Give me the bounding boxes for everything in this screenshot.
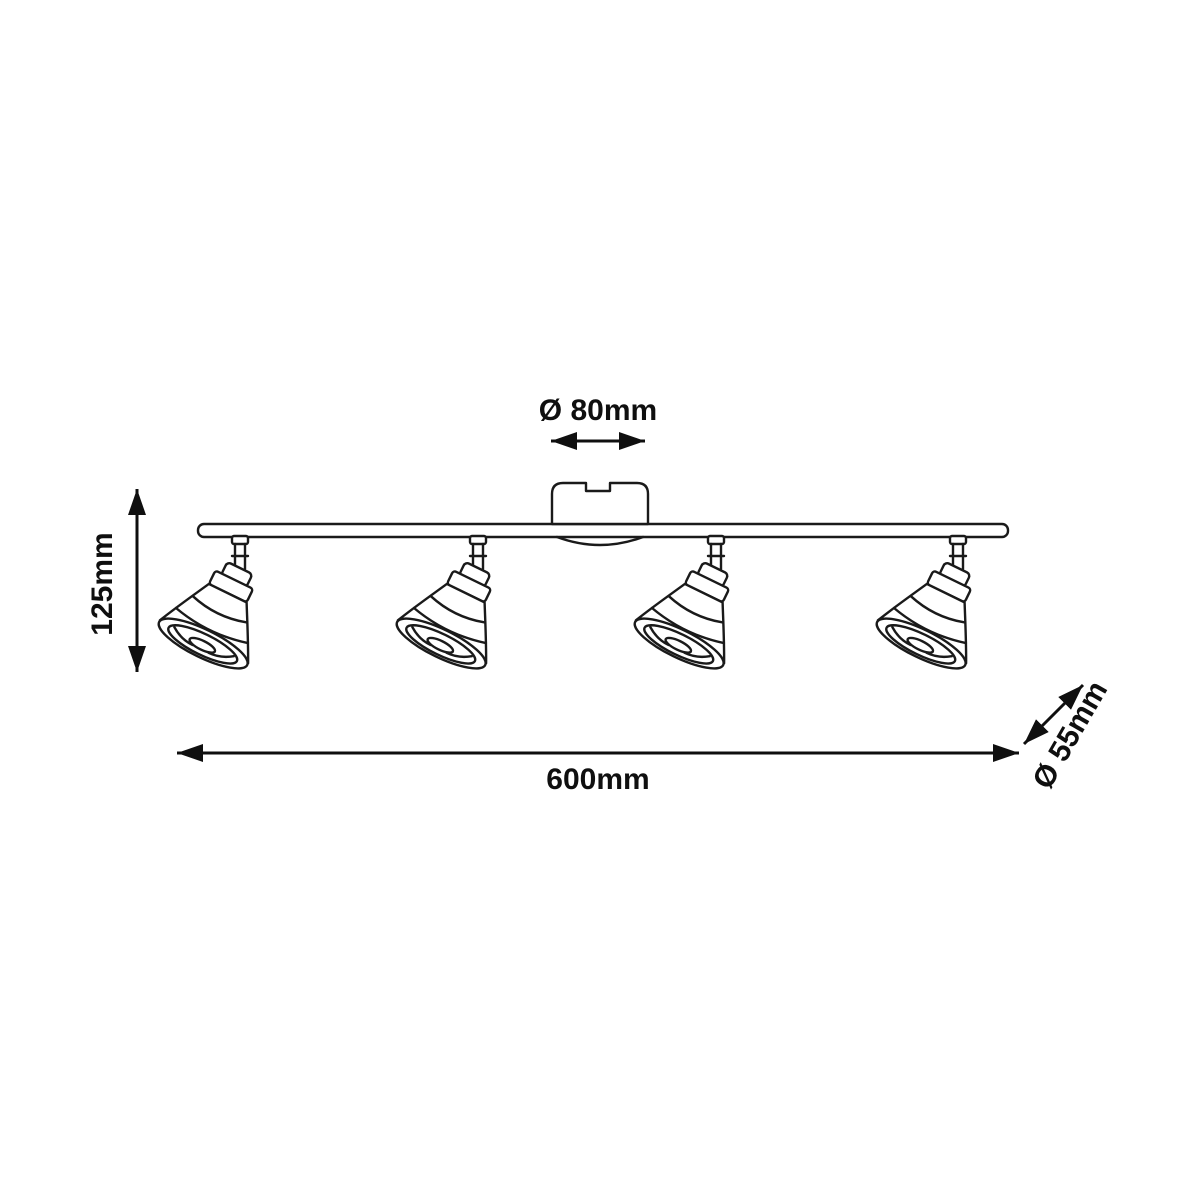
spotlight-2 (389, 534, 524, 679)
spotlight-stem (706, 534, 726, 571)
canopy-diameter-label: Ø 80mm (539, 394, 657, 427)
height-label: 125mm (86, 532, 119, 635)
dimension-canopy-diameter: Ø 80mm (539, 394, 657, 450)
mounting-bar (196, 522, 1010, 539)
head-diameter-label: Ø 55mm (1026, 675, 1114, 794)
fixture-drawing (151, 481, 1010, 679)
spotlight-stem (948, 534, 968, 571)
spotlight-head (627, 545, 762, 679)
spotlight-head (869, 545, 1004, 679)
spotlight-stem (230, 534, 250, 571)
ceiling-canopy (550, 481, 650, 547)
spotlight-1 (151, 534, 286, 679)
spotlight-head (389, 545, 524, 679)
dimension-head-diameter: Ø 55mm (1022, 675, 1114, 795)
dimension-height: 125mm (86, 489, 146, 672)
length-label: 600mm (546, 763, 649, 796)
spotlight-3 (627, 534, 762, 679)
dimension-length: 600mm (177, 744, 1019, 796)
head-diameter-arrow (1022, 683, 1085, 746)
spotlight-4 (869, 534, 1004, 679)
spotlight-head (151, 545, 286, 679)
